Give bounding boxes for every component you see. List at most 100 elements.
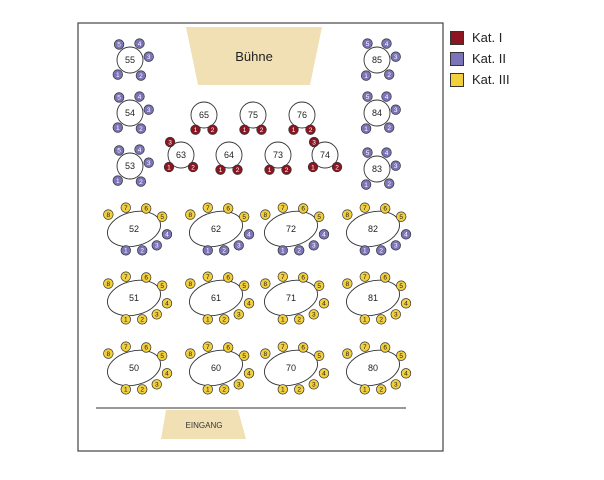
seat-71-8[interactable] xyxy=(260,278,271,289)
seat-53-1[interactable] xyxy=(112,175,123,186)
seat-80-8[interactable] xyxy=(342,348,353,359)
seat-81-4[interactable] xyxy=(400,298,412,309)
seat-81-1[interactable] xyxy=(359,314,370,325)
seat-82-7[interactable] xyxy=(359,202,370,213)
seat-50-4[interactable] xyxy=(161,368,173,379)
seat-55-1[interactable] xyxy=(112,69,123,80)
seat-72-1[interactable] xyxy=(277,245,288,256)
seat-84-3[interactable] xyxy=(390,104,401,115)
seat-63-3[interactable] xyxy=(164,136,176,148)
seat-70-2[interactable] xyxy=(294,384,305,395)
seat-74-2[interactable] xyxy=(331,161,343,173)
seat-61-1[interactable] xyxy=(202,314,213,325)
seat-61-6[interactable] xyxy=(223,272,234,283)
seat-55-3[interactable] xyxy=(143,51,154,62)
seat-72-7[interactable] xyxy=(277,202,288,213)
seat-52-3[interactable] xyxy=(151,240,162,251)
seat-50-1[interactable] xyxy=(120,384,131,395)
seat-51-6[interactable] xyxy=(141,272,152,283)
seat-63-1[interactable] xyxy=(163,161,175,173)
seat-51-2[interactable] xyxy=(137,314,148,325)
seat-62-2[interactable] xyxy=(219,245,230,256)
seat-72-5[interactable] xyxy=(314,211,325,222)
seat-60-3[interactable] xyxy=(233,379,244,390)
seat-73-2[interactable] xyxy=(281,164,292,175)
seat-71-3[interactable] xyxy=(308,309,319,320)
seat-55-2[interactable] xyxy=(135,70,147,81)
seat-84-1[interactable] xyxy=(360,123,372,134)
seat-71-1[interactable] xyxy=(277,314,288,325)
seat-74-3[interactable] xyxy=(308,136,320,148)
seat-76-1[interactable] xyxy=(288,124,299,135)
seat-64-1[interactable] xyxy=(215,164,226,175)
seat-83-5[interactable] xyxy=(362,147,373,158)
seat-54-4[interactable] xyxy=(134,91,145,102)
seat-60-6[interactable] xyxy=(223,342,234,353)
seat-84-4[interactable] xyxy=(381,91,392,102)
seat-54-2[interactable] xyxy=(135,123,147,134)
seat-75-2[interactable] xyxy=(256,124,267,135)
seat-62-4[interactable] xyxy=(243,229,255,240)
seat-72-2[interactable] xyxy=(294,245,305,256)
seat-81-5[interactable] xyxy=(396,280,407,291)
seat-71-4[interactable] xyxy=(318,298,330,309)
seat-55-4[interactable] xyxy=(134,38,145,49)
seat-85-2[interactable] xyxy=(384,69,395,80)
seat-81-7[interactable] xyxy=(359,271,370,282)
seat-72-8[interactable] xyxy=(260,209,271,220)
seat-53-2[interactable] xyxy=(135,176,147,187)
seat-51-7[interactable] xyxy=(120,271,131,282)
seat-60-7[interactable] xyxy=(202,341,213,352)
seat-82-3[interactable] xyxy=(390,240,401,251)
seat-81-2[interactable] xyxy=(376,314,387,325)
seat-70-1[interactable] xyxy=(277,384,288,395)
seat-71-7[interactable] xyxy=(277,271,288,282)
seat-85-3[interactable] xyxy=(390,51,401,62)
seat-85-4[interactable] xyxy=(381,38,392,49)
seat-80-5[interactable] xyxy=(396,350,407,361)
seat-61-5[interactable] xyxy=(239,280,250,291)
seat-72-6[interactable] xyxy=(298,203,309,214)
seat-80-2[interactable] xyxy=(376,384,387,395)
seat-70-4[interactable] xyxy=(318,368,330,379)
seat-61-7[interactable] xyxy=(202,271,213,282)
seat-72-4[interactable] xyxy=(318,229,330,240)
seat-54-5[interactable] xyxy=(113,92,125,103)
seat-52-4[interactable] xyxy=(161,229,173,240)
seat-51-4[interactable] xyxy=(161,298,173,309)
seat-71-5[interactable] xyxy=(314,280,325,291)
seat-65-2[interactable] xyxy=(207,124,218,135)
seat-51-1[interactable] xyxy=(120,314,131,325)
seat-70-5[interactable] xyxy=(314,350,325,361)
seat-62-3[interactable] xyxy=(233,240,244,251)
seat-71-6[interactable] xyxy=(298,272,309,283)
seat-81-6[interactable] xyxy=(380,272,391,283)
seat-80-6[interactable] xyxy=(380,342,391,353)
seat-70-7[interactable] xyxy=(277,341,288,352)
seat-52-1[interactable] xyxy=(120,245,131,256)
seat-63-2[interactable] xyxy=(187,161,199,173)
seat-80-4[interactable] xyxy=(400,368,412,379)
seat-62-6[interactable] xyxy=(223,203,234,214)
seat-61-2[interactable] xyxy=(219,314,230,325)
seat-50-7[interactable] xyxy=(120,341,131,352)
seat-71-2[interactable] xyxy=(294,314,305,325)
seat-75-1[interactable] xyxy=(239,124,250,135)
seat-60-1[interactable] xyxy=(202,384,213,395)
